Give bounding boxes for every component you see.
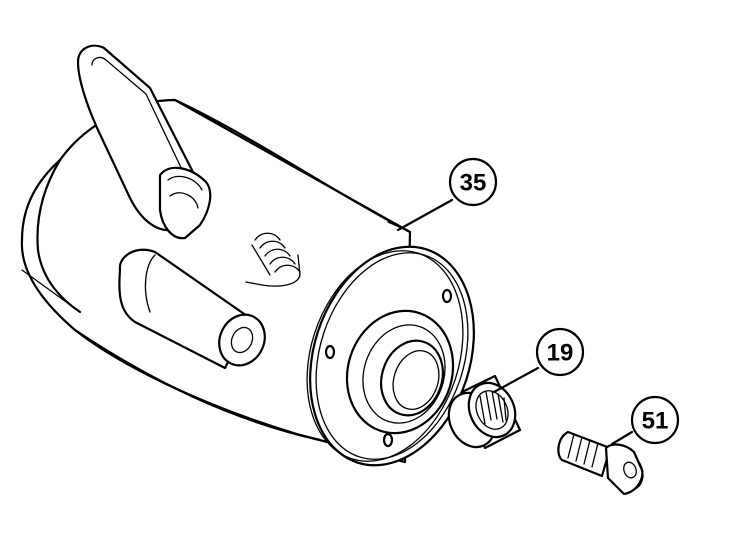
end-flange <box>306 245 475 467</box>
callout-circle <box>535 327 585 377</box>
callout-number: 19 <box>547 340 574 367</box>
leader-line-19 <box>492 366 540 394</box>
needle-bearing <box>447 374 522 450</box>
callout-number: 35 <box>460 170 487 197</box>
callout-51: 51 <box>630 395 680 445</box>
callout-35: 35 <box>448 157 498 207</box>
callout-circle <box>448 157 498 207</box>
callout-circle <box>630 395 680 445</box>
clip-handle <box>76 44 212 240</box>
callout-number: 51 <box>642 408 669 435</box>
leader-lines <box>396 198 634 446</box>
bolt <box>557 430 644 496</box>
callout-19: 19 <box>535 327 585 377</box>
leader-line-35 <box>396 198 454 232</box>
leader-line-51 <box>610 430 634 446</box>
side-port <box>118 248 266 370</box>
spring <box>245 232 301 287</box>
